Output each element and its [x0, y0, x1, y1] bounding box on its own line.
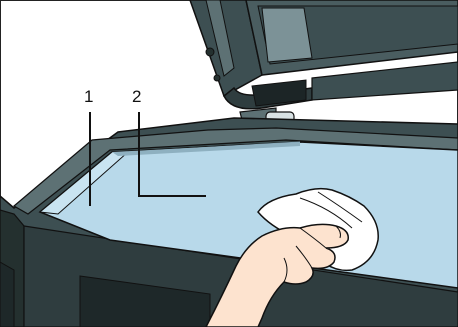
lid-hinge-bolt-icon: [206, 48, 214, 56]
lid-hinge-bolt-icon: [214, 75, 220, 81]
callout-number-2: 2: [132, 87, 141, 106]
callout-number-1: 1: [84, 87, 93, 106]
